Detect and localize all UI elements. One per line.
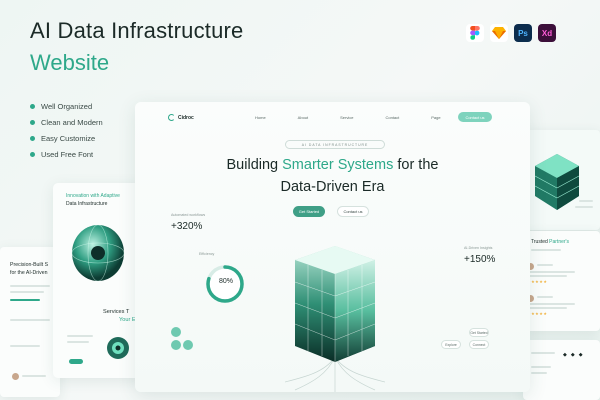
eyebrow-badge: AI DATA INFRASTRUCTURE: [285, 140, 385, 149]
preview-card-left: Innovation with Adaptive Data Infrastruc…: [53, 183, 145, 378]
nav-link-service[interactable]: Service: [340, 115, 354, 120]
figma-icon: [466, 24, 484, 42]
nav-link-contact[interactable]: Contact: [385, 115, 400, 120]
pill-explore[interactable]: Explore: [441, 340, 461, 349]
nav-link-about[interactable]: About: [297, 115, 309, 120]
control-button[interactable]: [171, 327, 181, 337]
pill-connect[interactable]: Connect: [469, 340, 489, 349]
logo[interactable]: Cidroc: [168, 114, 194, 121]
nav-link-home[interactable]: Home: [255, 115, 266, 120]
progress-ring: [206, 265, 244, 303]
stat-left-value: +320%: [171, 221, 203, 232]
social-icon[interactable]: ◆: [578, 352, 583, 358]
photoshop-icon: Ps: [514, 24, 532, 42]
feature-list: Well Organized Clean and Modern Easy Cus…: [30, 98, 103, 162]
nav-links: Home About Service Contact Page: [255, 115, 441, 120]
preview-main-card: Cidroc Home About Service Contact Page C…: [135, 102, 530, 392]
logo-icon: [168, 114, 175, 121]
ring-value: 80%: [218, 278, 233, 285]
preview-card-right-top: [523, 130, 600, 230]
control-button[interactable]: [183, 340, 193, 350]
stat-right-value: +150%: [464, 254, 496, 265]
contact-us-button[interactable]: Contact us: [337, 206, 369, 217]
nav-contact-button[interactable]: Contact us: [458, 112, 492, 122]
avatar: [12, 373, 19, 380]
xd-icon: Xd: [538, 24, 556, 42]
cube-graphic: [285, 246, 385, 392]
get-started-button[interactable]: Get Started: [293, 206, 325, 217]
rating-stars: ★★★★★: [527, 311, 548, 316]
preview-card-far-left: Precision-Built S for the AI-Driven: [0, 247, 60, 397]
social-icon[interactable]: ◆: [570, 352, 575, 358]
page-title: AI Data Infrastructure: [30, 18, 244, 43]
feature-item: Used Free Font: [30, 146, 103, 162]
bullet-icon: [30, 135, 35, 141]
bullet-icon: [30, 119, 35, 125]
cube-graphic-small: [534, 154, 580, 210]
orb-graphic: [107, 337, 129, 359]
ring-label: Efficiency: [199, 252, 215, 256]
feature-item: Easy Customize: [30, 130, 103, 146]
sphere-graphic: [71, 224, 125, 282]
rating-stars: ★★★★★: [527, 279, 548, 284]
page-subtitle: Website: [30, 50, 110, 75]
preview-nav: Cidroc Home About Service Contact Page C…: [135, 112, 530, 126]
bullet-icon: [30, 103, 35, 109]
preview-card-right-bottom: ◆ ◆ ◆: [523, 340, 600, 400]
cta-row: Get Started Contact us: [293, 206, 369, 217]
social-icon[interactable]: ◆: [563, 352, 567, 358]
stat-right-label: AI-Driven Insights: [464, 246, 493, 250]
social-icons: ◆ ◆ ◆: [563, 352, 583, 358]
bullet-icon: [30, 151, 35, 157]
feature-item: Clean and Modern: [30, 114, 103, 130]
sketch-icon: [490, 24, 508, 42]
preview-card-right: Trusted Partner's ★★★★★ ★★★★★: [523, 231, 600, 331]
nav-link-page[interactable]: Page: [431, 115, 441, 120]
tool-icons: Ps Xd: [466, 24, 556, 42]
card-button[interactable]: [69, 359, 83, 364]
control-button[interactable]: [171, 340, 181, 350]
pill-get-started[interactable]: Get Started: [469, 328, 489, 337]
stat-left-label: Automated workflows: [171, 213, 206, 217]
feature-item: Well Organized: [30, 98, 103, 114]
avatar: [527, 295, 534, 302]
preview-headline: Building Smarter Systems for the Data-Dr…: [226, 157, 439, 195]
avatar: [527, 263, 534, 270]
